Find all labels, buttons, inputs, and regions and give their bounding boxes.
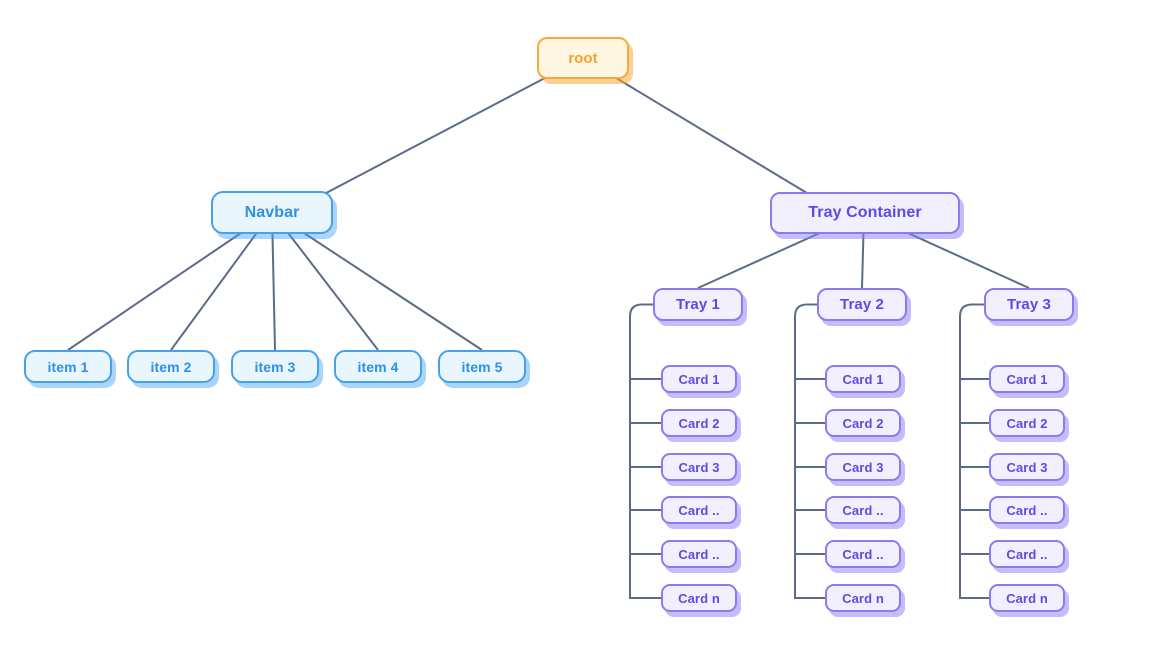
edge-navbar-item2 xyxy=(170,211,273,351)
node-tray2-card-5: Card .. xyxy=(825,540,901,568)
edge-navbar-item4 xyxy=(271,211,379,351)
node-tray3-card-5: Card .. xyxy=(989,540,1065,568)
node-tray-1: Tray 1 xyxy=(653,288,743,321)
node-tray3-card-2-label: Card 2 xyxy=(1006,415,1048,431)
edge-navbar-item3 xyxy=(271,211,276,351)
node-tray2-card-3: Card 3 xyxy=(825,453,901,481)
edge-tray2-card-stubs xyxy=(795,378,825,555)
node-tray3-card-n: Card n xyxy=(989,584,1065,612)
node-tray1-card-n: Card n xyxy=(661,584,737,612)
node-tray2-card-4: Card .. xyxy=(825,496,901,524)
node-tray3-card-n-label: Card n xyxy=(1006,590,1048,606)
edge-tray3-spine xyxy=(959,303,989,599)
node-tray-2-label: Tray 2 xyxy=(840,296,884,313)
node-tray3-card-1-label: Card 1 xyxy=(1006,371,1048,387)
node-item-3-label: item 3 xyxy=(254,358,296,375)
node-item-1: item 1 xyxy=(24,350,112,383)
node-item-3: item 3 xyxy=(231,350,319,383)
node-tray3-card-5-label: Card .. xyxy=(1006,546,1048,562)
node-tray2-card-1: Card 1 xyxy=(825,365,901,393)
node-item-2-label: item 2 xyxy=(150,358,192,375)
node-item-4-label: item 4 xyxy=(357,358,399,375)
node-navbar-label: Navbar xyxy=(244,203,300,221)
node-tray2-card-4-label: Card .. xyxy=(842,502,884,518)
edge-root-tray-container xyxy=(582,57,841,214)
node-tray-2: Tray 2 xyxy=(817,288,907,321)
node-tray2-card-3-label: Card 3 xyxy=(842,459,884,475)
edge-navbar-item1 xyxy=(67,211,273,351)
node-tray-3: Tray 3 xyxy=(984,288,1074,321)
edge-tray2-spine xyxy=(794,303,825,599)
edge-navbar-item5 xyxy=(271,211,483,351)
node-item-1-label: item 1 xyxy=(47,358,89,375)
node-tray1-card-4: Card .. xyxy=(661,496,737,524)
node-tray2-card-n-label: Card n xyxy=(842,590,884,606)
node-tray2-card-5-label: Card .. xyxy=(842,546,884,562)
node-tray2-card-2: Card 2 xyxy=(825,409,901,437)
node-tray1-card-1-label: Card 1 xyxy=(678,371,720,387)
node-tray1-card-5-label: Card .. xyxy=(678,546,720,562)
node-tray1-card-1: Card 1 xyxy=(661,365,737,393)
node-tray2-card-n: Card n xyxy=(825,584,901,612)
node-tray-3-label: Tray 3 xyxy=(1007,296,1051,313)
edge-tray1-card-stubs xyxy=(630,378,661,555)
node-tray1-card-n-label: Card n xyxy=(678,590,720,606)
node-tray1-card-4-label: Card .. xyxy=(678,502,720,518)
node-root: root xyxy=(537,37,629,79)
node-tray3-card-3-label: Card 3 xyxy=(1006,459,1048,475)
edge-tray1-spine xyxy=(629,303,661,599)
node-tray-container-label: Tray Container xyxy=(808,204,922,221)
node-root-label: root xyxy=(568,49,598,67)
node-item-2: item 2 xyxy=(127,350,215,383)
node-tray-1-label: Tray 1 xyxy=(676,296,720,313)
node-tray3-card-3: Card 3 xyxy=(989,453,1065,481)
node-tray1-card-2: Card 2 xyxy=(661,409,737,437)
edge-root-navbar xyxy=(289,57,584,213)
node-tray1-card-2-label: Card 2 xyxy=(678,415,720,431)
node-item-5: item 5 xyxy=(438,350,526,383)
node-navbar: Navbar xyxy=(211,191,333,234)
node-tray2-card-1-label: Card 1 xyxy=(842,371,884,387)
node-tray2-card-2-label: Card 2 xyxy=(842,415,884,431)
node-tray3-card-1: Card 1 xyxy=(989,365,1065,393)
node-tray3-card-4-label: Card .. xyxy=(1006,502,1048,518)
node-tray3-card-4: Card .. xyxy=(989,496,1065,524)
node-item-5-label: item 5 xyxy=(461,358,503,375)
node-tray-container: Tray Container xyxy=(770,192,960,234)
node-tray1-card-5: Card .. xyxy=(661,540,737,568)
node-tray3-card-2: Card 2 xyxy=(989,409,1065,437)
node-tray1-card-3-label: Card 3 xyxy=(678,459,720,475)
node-tray1-card-3: Card 3 xyxy=(661,453,737,481)
node-item-4: item 4 xyxy=(334,350,422,383)
edge-tray3-card-stubs xyxy=(960,378,989,555)
